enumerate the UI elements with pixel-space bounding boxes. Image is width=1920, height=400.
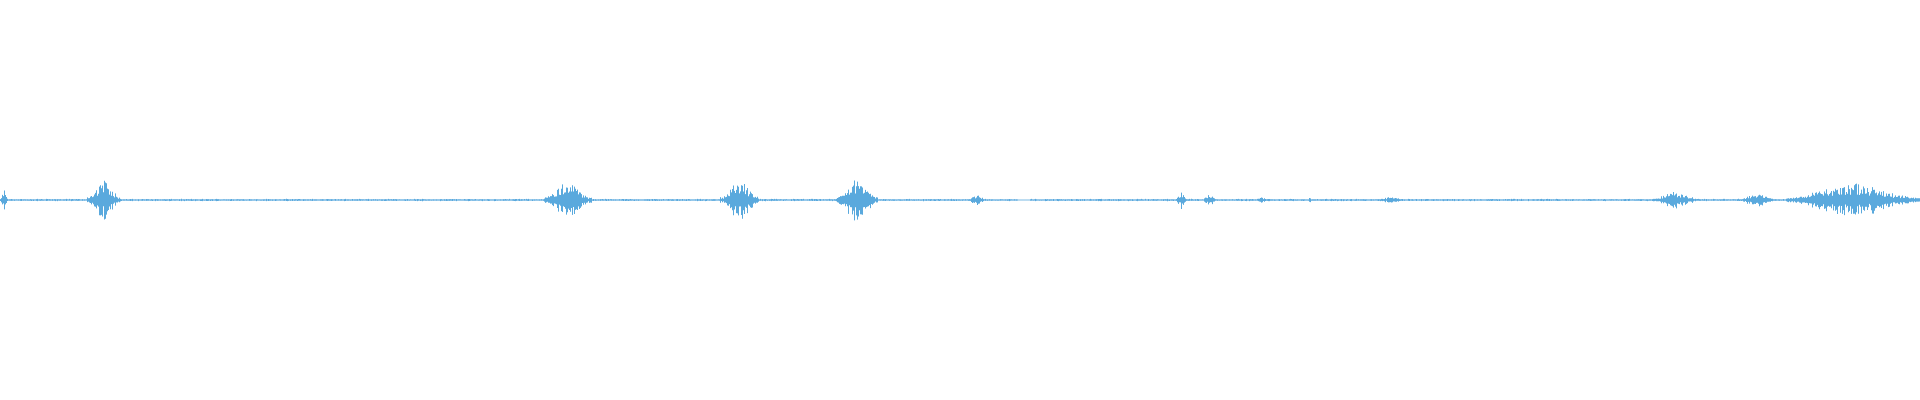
audio-waveform-view[interactable] <box>0 0 1920 400</box>
audio-waveform[interactable] <box>0 0 1920 400</box>
